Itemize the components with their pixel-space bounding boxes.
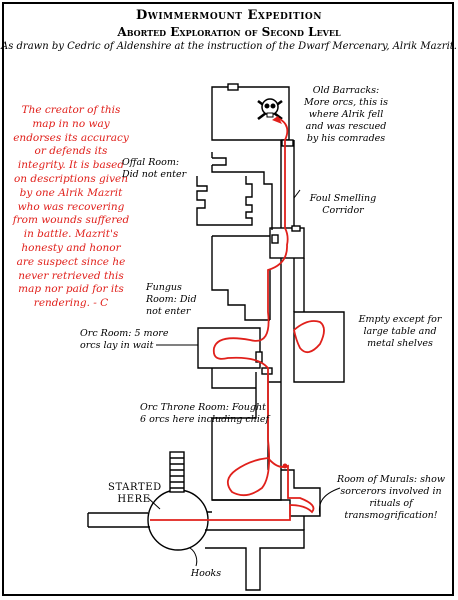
murals-room: [212, 469, 321, 517]
central-corridor: [280, 258, 295, 470]
orc-room: [197, 327, 261, 369]
barracks-door: [227, 83, 239, 91]
stairs-icon: [169, 451, 185, 493]
label-hooks: Hooks: [190, 568, 222, 579]
label-started-here: STARTED HERE: [108, 482, 162, 505]
label-offal-room: Offal Room: Did not enter: [122, 157, 187, 180]
corridor-door-1: [281, 139, 294, 147]
label-foul-corridor: Foul Smelling Corridor: [309, 193, 377, 216]
map-subtitle: Aborted Exploration of Second Level: [117, 25, 341, 39]
offal-room: [196, 152, 273, 230]
west-corridor: [87, 512, 150, 528]
east-corridor: [205, 511, 305, 591]
map-title: Dwimmermount Expedition: [136, 8, 322, 23]
started-arrow: [147, 497, 161, 510]
fungus-room: [211, 235, 271, 321]
expedition-route: [150, 117, 315, 521]
label-old-barracks: Old Barracks: More orcs, this is where A…: [304, 85, 388, 144]
foul-corridor-room: [269, 227, 305, 259]
map-credit: As drawn by Cedric of Aldenshire at the …: [1, 41, 457, 52]
hooks-arrow: [189, 547, 198, 567]
north-corridor: [280, 140, 295, 228]
label-orc-throne-room: Orc Throne Room: Fought 6 orcs here incl…: [140, 402, 270, 425]
label-empty-room: Empty except for large table and metal s…: [358, 314, 442, 349]
disclaimer-note: The creator of this map in no way endors…: [12, 104, 130, 310]
old-barracks-room: [211, 86, 290, 141]
label-orc-room: Orc Room: 5 more orcs lay in wait: [80, 328, 169, 351]
orc-throne-room: [211, 368, 282, 501]
label-room-of-murals: Room of Murals: show sorcerors involved …: [337, 474, 445, 521]
label-fungus-room: Fungus Room: Did not enter: [146, 282, 197, 317]
skull-crossbones-icon: [257, 98, 283, 121]
map-border: [2, 2, 454, 596]
empty-room: [293, 311, 345, 383]
